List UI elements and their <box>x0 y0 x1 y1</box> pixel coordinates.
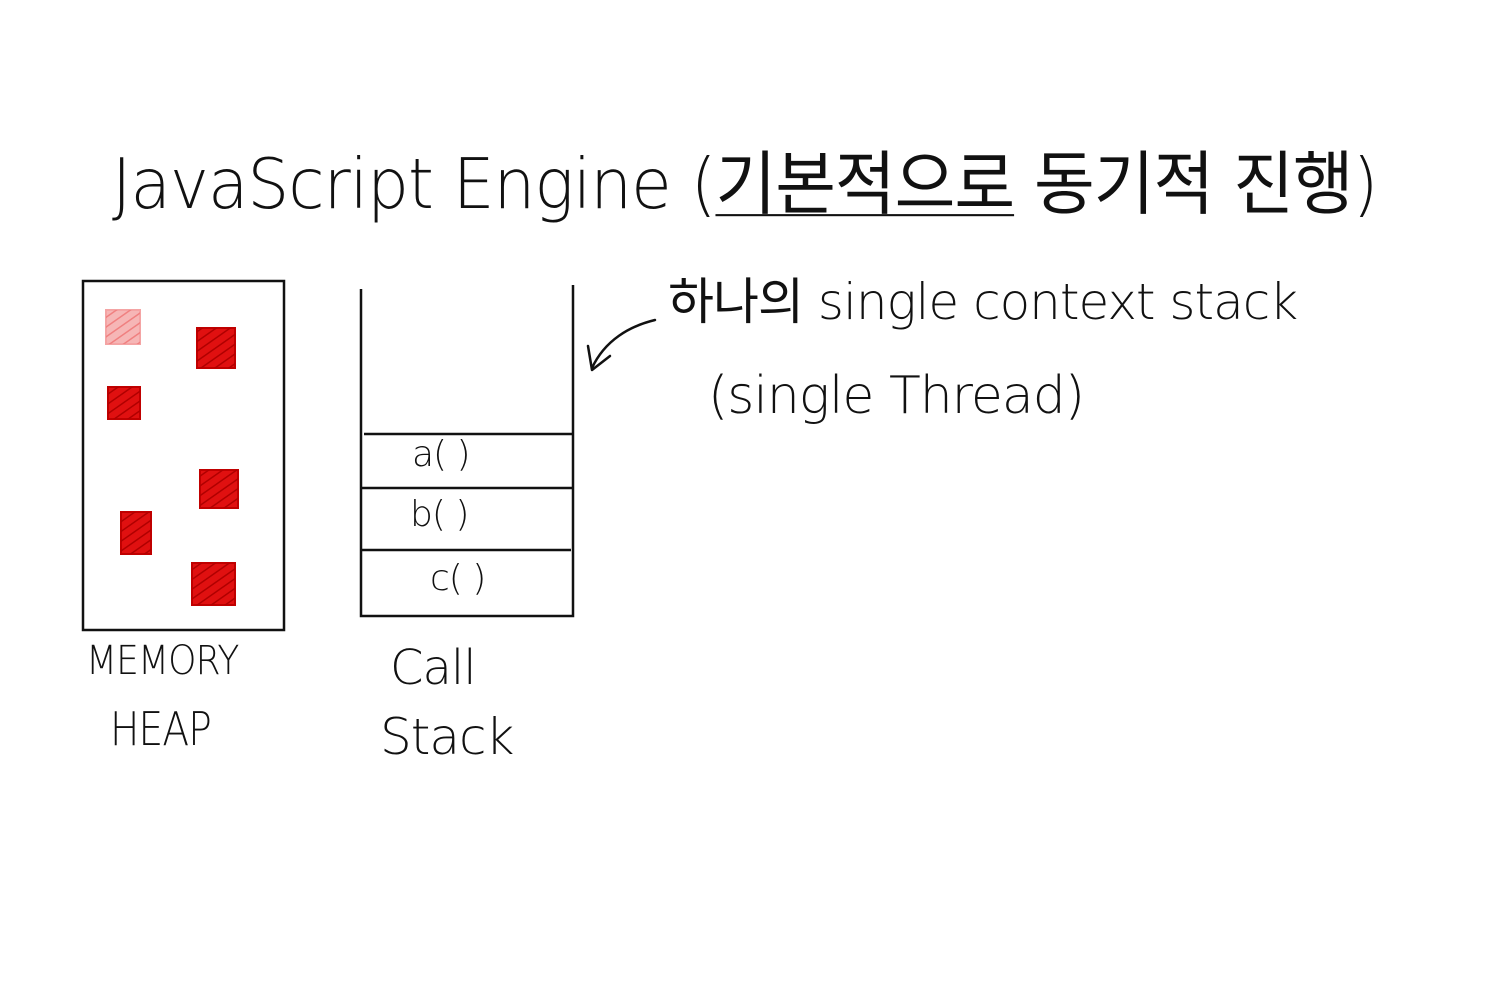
memory-heap-box <box>81 279 286 632</box>
stack-frame-c: c( ) <box>430 558 486 599</box>
memory-heap-label-line-1: MEMORY <box>86 638 239 684</box>
annotation-line-1: 하나의 single context stack <box>668 273 1298 331</box>
stack-frame-b: b( ) <box>410 494 469 535</box>
stack-frame-a: a( ) <box>412 434 471 475</box>
call-stack-label-line-1: Call <box>390 640 477 696</box>
diagram-title: JavaScript Engine (기본적으로 동기적 진행) <box>112 128 1378 229</box>
heap-object <box>196 327 236 369</box>
heap-object <box>120 511 152 555</box>
heap-object <box>199 469 239 509</box>
heap-object <box>191 562 236 606</box>
memory-heap-label-line-2: HEAP <box>110 702 212 756</box>
title-main: JavaScript Engine ( <box>112 143 716 225</box>
annotation-line-2: (single Thread) <box>708 366 1085 426</box>
heap-object <box>107 386 141 420</box>
call-stack-label-line-2: Stack <box>380 708 514 766</box>
arrow-head-icon <box>586 344 612 372</box>
title-underlined: 기본적으로 <box>715 143 1015 225</box>
call-stack-container <box>359 285 575 618</box>
annotation-arrow <box>590 318 657 370</box>
title-rest: 동기적 진행) <box>1014 143 1378 225</box>
heap-object-faded <box>105 309 141 345</box>
